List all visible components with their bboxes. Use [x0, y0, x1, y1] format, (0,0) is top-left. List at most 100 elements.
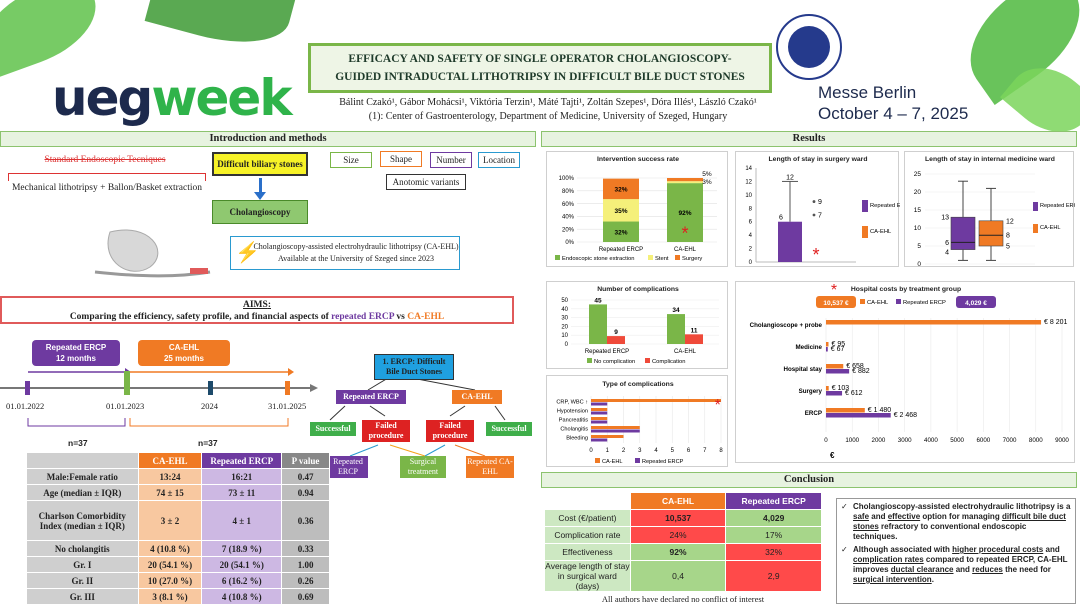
legend-swatch — [860, 299, 865, 304]
x-tick-label: 0 — [824, 437, 828, 444]
title-line: EFFICACY AND SAFETY OF SINGLE OPERATOR C… — [348, 53, 732, 65]
timeline-date: 2024 — [201, 401, 218, 411]
y-tick-label: 20% — [562, 227, 575, 233]
bar — [826, 391, 843, 396]
legend-swatch — [635, 458, 640, 463]
y-tick-label: 20 — [561, 324, 568, 330]
bar — [591, 435, 624, 438]
bar-segment — [603, 199, 639, 222]
aims-box: AIMS: Comparing the efficiency, safety p… — [0, 296, 514, 324]
significance-asterisk: * — [681, 224, 688, 244]
bar — [591, 426, 640, 429]
ueg-week-logo: uegweek — [52, 69, 293, 127]
ca-ehl-text: Cholangioscopy-assisted electrohydraulic… — [253, 242, 459, 251]
x-tick-label: 5 — [671, 448, 675, 454]
x-tick-label: 1000 — [845, 437, 859, 444]
x-tick-label: Repeated ERCP — [599, 247, 643, 253]
tag-location: Location — [478, 152, 520, 168]
aims-text: Comparing the efficiency, safety profile… — [69, 312, 445, 322]
y-tick-label: 10 — [745, 193, 752, 199]
legend-label: Surgery — [682, 256, 702, 262]
significance-asterisk: * — [831, 282, 837, 299]
bar — [685, 334, 703, 344]
y-tick-label: Medicine — [796, 344, 823, 351]
affiliation: (1): Center of Gastroenterology, Departm… — [368, 111, 728, 122]
data-label: 12 — [786, 174, 794, 181]
bar — [589, 304, 607, 344]
bar-segment — [603, 178, 639, 200]
cholangioscope-illustration — [94, 229, 211, 278]
legend-label: Repeated ERCP — [642, 459, 684, 465]
y-tick-label: Pancreatitis — [559, 418, 588, 424]
data-label: € 8 201 — [1044, 319, 1067, 326]
x-tick-label: CA-EHL — [674, 247, 697, 253]
y-tick-label: 0% — [565, 240, 574, 246]
x-tick-label: 3000 — [898, 437, 912, 444]
data-label: € 67 — [831, 346, 845, 353]
bar-segment — [667, 183, 703, 242]
total-value: 4,029 € — [965, 300, 987, 307]
x-tick-label: 8 — [719, 448, 723, 454]
bar — [826, 364, 844, 369]
x-tick-label: 5000 — [950, 437, 964, 444]
data-label: 8 — [1006, 233, 1010, 240]
legend-label: CA-EHL — [870, 229, 892, 235]
conclusion-table: CA-EHL Repeated ERCP Cost (€/patient)10,… — [544, 492, 822, 592]
aims-title: AIMS: — [243, 300, 271, 310]
y-tick-label: ERCP — [805, 410, 822, 417]
disclosure: All authors have declared no conflict of… — [601, 594, 765, 604]
legend-swatch — [645, 358, 650, 363]
timeline-date: 31.01.2025 — [268, 401, 307, 411]
section-results-header: Results — [541, 131, 1077, 147]
bar — [591, 417, 608, 420]
y-tick-label: Bleeding — [566, 436, 588, 442]
conclusion-bullet: ✓Cholangioscopy-assisted electrohydrauli… — [841, 502, 1071, 541]
y-tick-label: Hypotension — [557, 409, 588, 415]
y-tick-label: 0 — [565, 342, 569, 348]
lightning-icon: ⚡ — [235, 242, 260, 264]
x-tick-label: 2000 — [872, 437, 886, 444]
x-tick-label: 4000 — [924, 437, 938, 444]
flow-successful: Successful — [486, 422, 532, 436]
tag-number: Number — [430, 152, 472, 168]
x-axis-label: € — [830, 451, 835, 460]
y-tick-label: 8 — [749, 206, 753, 212]
y-tick-label: 50 — [561, 298, 568, 304]
legend-label: Endoscopic stone extraction — [562, 256, 635, 262]
ca-ehl-box: ⚡ Cholangioscopy-assisted electrohydraul… — [230, 236, 460, 270]
standard-techniques: Standard Endoscopic Tecniques — [30, 153, 180, 167]
chart-hospital-costs: Hospital costs by treatment group *10,53… — [735, 281, 1075, 463]
y-tick-label: 20 — [914, 189, 922, 196]
y-tick-label: 0 — [917, 261, 921, 268]
table-header: CA-EHL — [629, 492, 727, 510]
bar — [591, 402, 608, 406]
tag-size: Size — [330, 152, 372, 168]
data-label: 7 — [818, 213, 822, 220]
data-label: 6 — [945, 240, 949, 247]
bar — [826, 413, 891, 418]
bar — [826, 347, 828, 352]
x-tick-label: 6000 — [976, 437, 990, 444]
title-line: GUIDED INTRADUCTAL LITHOTRIPSY IN DIFFIC… — [335, 71, 745, 83]
difficult-stones-box: Difficult biliary stones — [212, 152, 308, 176]
n-right: n=37 — [198, 438, 218, 448]
n-left: n=37 — [68, 438, 88, 448]
chart-internal-stay: Length of stay in internal medicine ward… — [904, 151, 1075, 268]
legend-swatch — [862, 200, 868, 212]
y-tick-label: 5 — [917, 243, 921, 250]
tag-shape: Shape — [380, 151, 422, 167]
data-label: 92% — [678, 210, 691, 217]
y-tick-label: 100% — [559, 176, 575, 182]
legend-label: Repeated ERCP — [870, 203, 900, 209]
section-conclusion-header: Conclusion — [541, 472, 1077, 488]
arrow-head — [254, 192, 266, 200]
data-label: 12 — [1006, 218, 1014, 225]
